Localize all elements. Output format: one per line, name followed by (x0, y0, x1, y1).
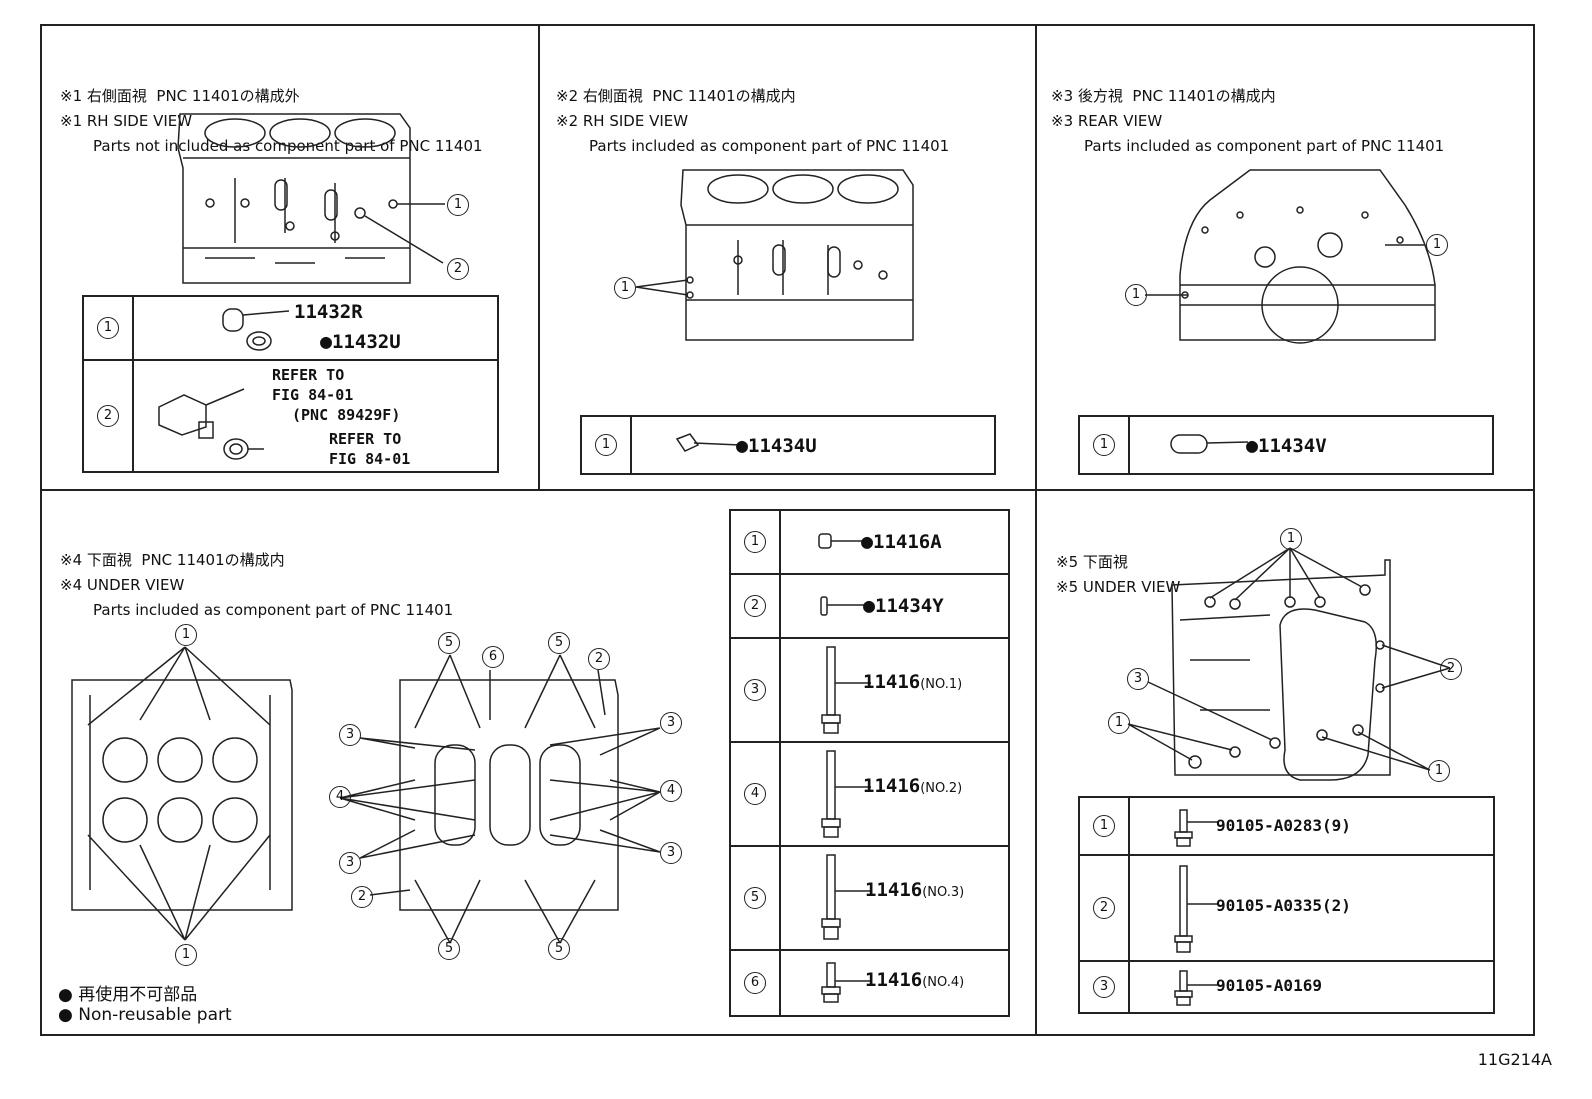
part-number: 90105-A0283(9) (1216, 816, 1351, 835)
engine-block-rh-side-2 (635, 169, 914, 341)
callout-6: 6 (744, 972, 766, 994)
part-number: 11416(NO.2) (863, 775, 963, 797)
part-number: ●11434Y (863, 593, 944, 617)
callout-1: 1 (1108, 712, 1130, 734)
part-number: ●11416A (861, 529, 942, 553)
callout-2: 2 (744, 595, 766, 617)
panel5-header: ※5 下面視※5 UNDER VIEW (1056, 553, 1181, 596)
callout-4: 4 (329, 786, 351, 808)
engine-block-rear-view (1145, 169, 1436, 344)
part-number: ●11434U (736, 433, 817, 457)
part-number: ●11434V (1246, 433, 1327, 457)
callout-3: 3 (1127, 668, 1149, 690)
callout-5: 5 (438, 632, 460, 654)
pin-icon (818, 533, 865, 549)
callout-5: 5 (548, 938, 570, 960)
parts-table-5: 1 90105-A0283(9) 2 90105-A0335(2) 3 9010… (1078, 796, 1495, 1014)
bolt-icon (1174, 809, 1218, 847)
temperature-sensor-icon (158, 388, 264, 460)
part-number: 90105-A0169 (1216, 976, 1322, 995)
bolt-icon (821, 962, 871, 1003)
bolt-icon (821, 854, 871, 940)
engine-block-rh-side-1 (177, 113, 445, 284)
callout-2: 2 (1093, 897, 1115, 919)
pin-icon (820, 596, 865, 616)
callout-2: 2 (1440, 658, 1462, 680)
callout-5: 5 (548, 632, 570, 654)
engine-block-under-view-5 (1127, 547, 1451, 781)
callout-3: 3 (1093, 976, 1115, 998)
callout-4: 4 (744, 783, 766, 805)
part-number: 11416(NO.3) (865, 879, 965, 901)
callout-1: 1 (595, 434, 617, 456)
engine-block-under-view (71, 646, 661, 944)
bolt-icon (821, 750, 871, 838)
callout-1: 1 (1280, 528, 1302, 550)
callout-1: 1 (614, 277, 636, 299)
part-number: 11416(NO.4) (865, 969, 965, 991)
legend-jp: ● 再使用不可部品 (58, 985, 198, 1005)
callout-1: 1 (1093, 434, 1115, 456)
callout-1: 1 (1426, 234, 1448, 256)
bolt-icon (1174, 865, 1218, 953)
callout-1: 1 (447, 194, 469, 216)
callout-1: 1 (1093, 815, 1115, 837)
part-number: ●11432U (320, 329, 401, 353)
part-number: 11416(NO.1) (863, 671, 963, 693)
divider (538, 24, 540, 490)
callout-1: 1 (175, 944, 197, 966)
callout-1: 1 (1125, 284, 1147, 306)
legend-en: ● Non-reusable part (58, 1005, 232, 1025)
callout-5: 5 (438, 938, 460, 960)
callout-1: 1 (175, 624, 197, 646)
callout-4: 4 (660, 780, 682, 802)
figure-code: 11G214A (1477, 1050, 1552, 1069)
callout-3: 3 (744, 679, 766, 701)
callout-2: 2 (447, 258, 469, 280)
plug-and-gasket-icon (222, 308, 289, 351)
callout-2: 2 (97, 405, 119, 427)
callout-2: 2 (588, 648, 610, 670)
diagram-frame (40, 24, 1535, 1036)
callout-1: 1 (97, 317, 119, 339)
callout-3: 3 (339, 852, 361, 874)
callout-6: 6 (482, 646, 504, 668)
divider (40, 489, 1535, 491)
callout-1: 1 (1428, 760, 1450, 782)
callout-5: 5 (744, 887, 766, 909)
callout-3: 3 (660, 712, 682, 734)
dowel-pin-icon (1170, 434, 1248, 454)
divider (1035, 24, 1037, 1036)
callout-3: 3 (339, 724, 361, 746)
callout-3: 3 (660, 842, 682, 864)
bolt-icon (1174, 970, 1218, 1006)
parts-table-3: 1 ●11434V (1078, 415, 1494, 475)
callout-1: 1 (744, 531, 766, 553)
part-number: 11432R (294, 301, 363, 323)
part-number: 90105-A0335(2) (1216, 896, 1351, 915)
parts-table-4: 1 ●11416A 2 ●11434Y 3 11416(NO.1) 4 1141… (729, 509, 1010, 1017)
parts-table-2: 1 ●11434U (580, 415, 996, 475)
bolt-icon (821, 646, 871, 734)
dowel-pin-icon (675, 433, 741, 452)
callout-2: 2 (351, 886, 373, 908)
